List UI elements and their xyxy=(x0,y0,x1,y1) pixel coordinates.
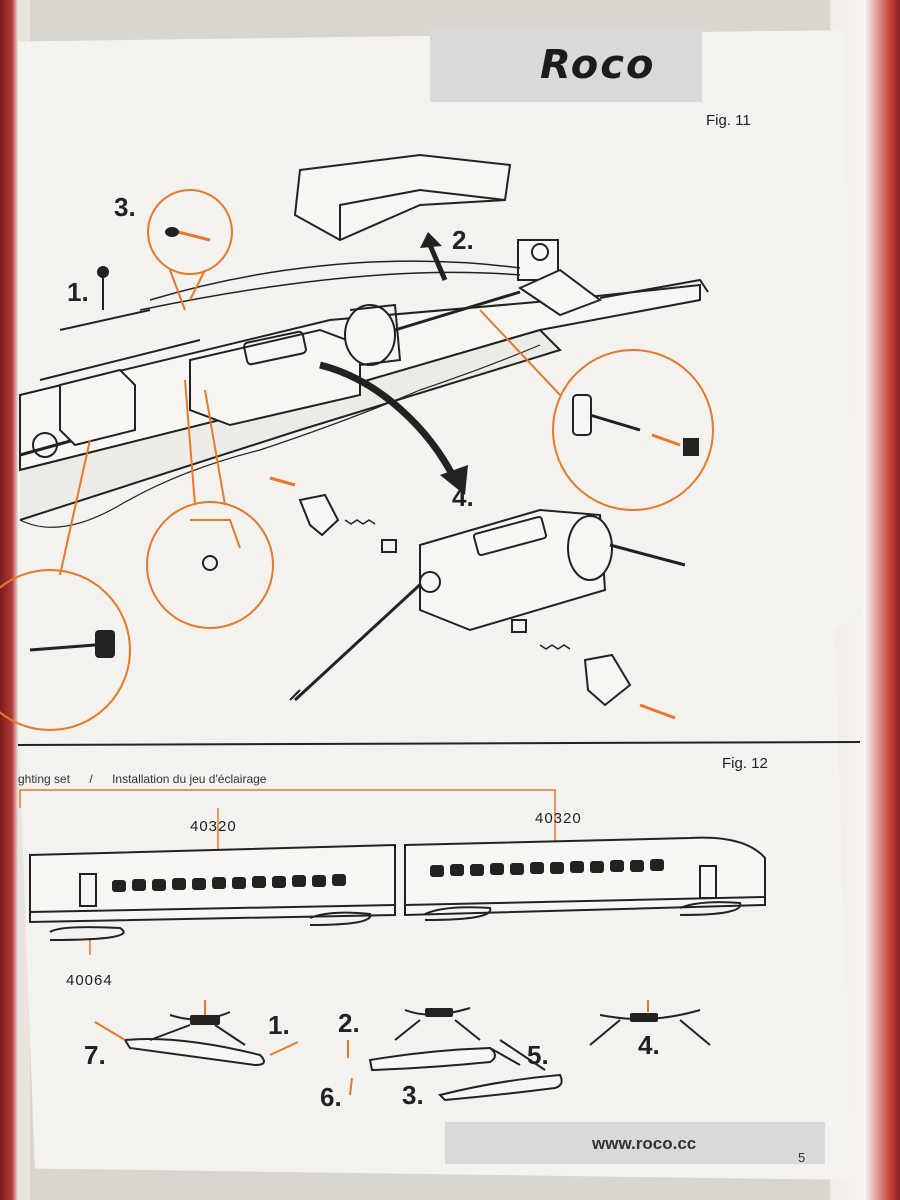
page-number: 5 xyxy=(798,1150,806,1165)
fig12-step-7: 7. xyxy=(84,1040,106,1070)
header-band xyxy=(430,30,702,102)
roco-logo: Roco xyxy=(540,42,656,88)
fig12-step-1: 1. xyxy=(268,1010,290,1040)
fig11-step-4: 4. xyxy=(452,482,474,512)
fig12-step-4: 4. xyxy=(638,1030,660,1060)
part-number-bogie: 40064 xyxy=(66,972,113,989)
fig12-step-3: 3. xyxy=(402,1080,424,1110)
footer-band xyxy=(445,1122,825,1164)
footer-url: www.roco.cc xyxy=(592,1134,697,1153)
fig11-step-3: 3. xyxy=(114,192,136,222)
caption-separator: / xyxy=(89,772,93,786)
fig11-step-1: 1. xyxy=(67,277,89,307)
fig11-label: Fig. 11 xyxy=(706,112,751,129)
fig12-step-2: 2. xyxy=(338,1008,360,1038)
part-number-car-1: 40320 xyxy=(190,818,237,835)
fig12-step-6: 6. xyxy=(320,1082,342,1112)
fig12-label: Fig. 12 xyxy=(722,755,768,772)
caption-french: Installation du jeu d'éclairage xyxy=(112,772,267,786)
fig11-step-2: 2. xyxy=(452,225,474,255)
caption-english-fragment: ghting set xyxy=(18,772,71,786)
part-number-car-2: 40320 xyxy=(535,810,582,827)
fig12-step-5: 5. xyxy=(527,1040,549,1070)
fig12-caption: ghting set / Installation du jeu d'éclai… xyxy=(18,772,282,786)
